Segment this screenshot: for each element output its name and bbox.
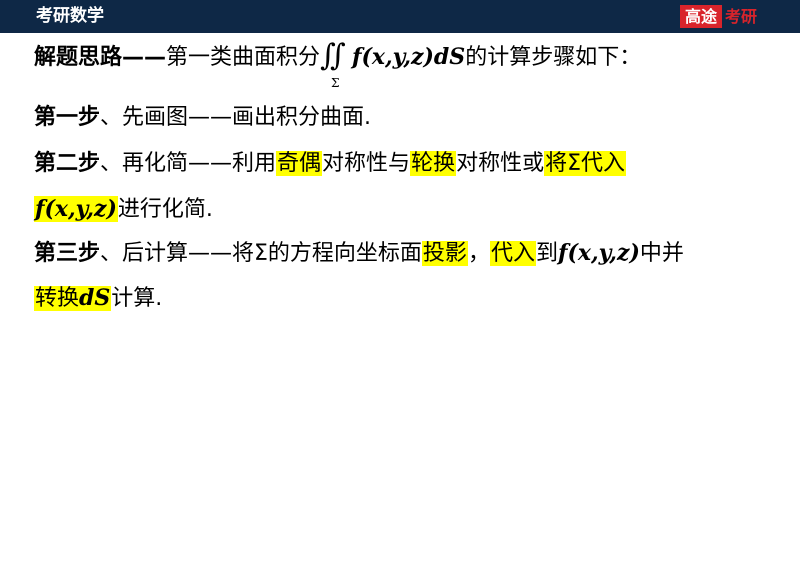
highlight-substitute-sigma: 将Σ代入 [544,151,626,176]
course-title: 考研数学 [36,6,104,26]
brand-logo-text: 考研 [725,7,758,26]
solution-idea-text: 第一类曲面积分 [166,45,321,70]
highlight-projection: 投影 [421,241,468,266]
step-three-label: 第三步 [34,241,101,266]
step-one-label: 第一步 [34,105,101,130]
step-three-comma: ， [467,241,490,266]
header-bar: 考研数学 高途 考研 [0,0,800,33]
step-two-text-3: 对称性或 [456,151,545,176]
step-three-text-2: 到 [535,241,558,266]
integral-subscript: Σ [331,76,340,90]
brand-logo: 高途 考研 [680,5,757,28]
step-two-cont-text: 进行化简. [117,197,213,222]
line-step-three: 第三步、后计算——将Σ的方程向坐标面投影，代入到f(x,y,z)中并 [34,238,684,268]
highlight-convert-ds: 转换dS [34,285,112,311]
line-step-three-cont: 转换dS计算. [34,283,162,313]
step-two-label: 第二步 [34,151,101,176]
step-three-text: 、后计算——将Σ的方程向坐标面 [100,241,422,266]
integrand-expr: f(x,y,z)dS [352,44,466,70]
step-three-cont-text: 计算. [111,286,163,311]
brand-logo-box: 高途 [680,5,723,28]
step-two-text: 、再化简——利用 [100,151,277,176]
double-integral-symbol: ∬Σ [320,38,346,90]
solution-idea-text-end: 的计算步骤如下： [465,45,642,70]
line-step-one: 第一步、先画图——画出积分曲面. [34,103,371,133]
ds-expr: dS [79,285,111,311]
step-one-text: 、先画图——画出积分曲面. [100,105,372,130]
line-step-two: 第二步、再化简——利用奇偶对称性与轮换对称性或将Σ代入 [34,149,626,179]
step-three-text-3: 中并 [639,241,684,266]
solution-idea-label: 解题思路—— [34,45,167,70]
step-two-text-2: 对称性与 [322,151,411,176]
highlight-function-expr: f(x,y,z) [34,196,118,222]
highlight-parity: 奇偶 [276,151,323,176]
highlight-substitute: 代入 [489,241,536,266]
convert-text: 转换 [35,286,80,311]
line-step-two-cont: f(x,y,z)进行化简. [34,194,213,224]
function-expr: f(x,y,z) [557,240,640,266]
highlight-rotation: 轮换 [410,151,457,176]
